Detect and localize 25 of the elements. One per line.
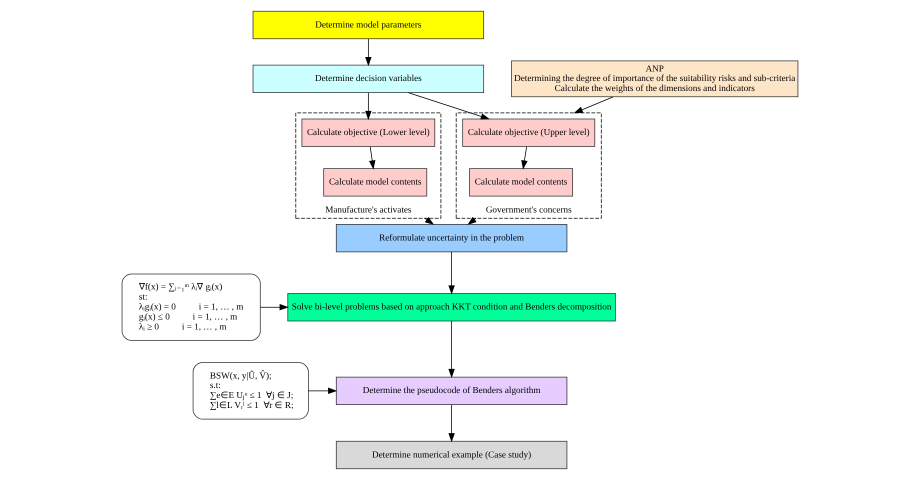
node-box: Calculate objective (Upper level) [462,118,596,147]
arrow [448,320,455,378]
node-box: Calculate model contents [323,168,428,196]
node-box: BSW(x, y|Û, V̂); s.t: ∑e∈E Uⱼᵉ ≤ 1 ∀j ∈ J; ∑l∈L Vᵣˡ ≤ 1 ∀r ∈ R; [192,362,309,420]
node-box: Determine the pseudocode of Benders algorithm [336,376,568,405]
node-box: Determine numerical example (Case study) [336,440,568,470]
arrow [369,146,376,170]
node-box: Determine decision variables [252,64,484,93]
arrow [448,404,455,442]
node-box: ANP Determining the degree of importance of the suitability risks and sub-criteria Calculate the weights of the dimensions and indicators [511,60,798,98]
arrow [260,304,289,310]
arrow [365,92,372,120]
node-box: ∇f(x) = ∑ᵢ₋₁ᵐ λᵢ∇ gᵢ(x) st: λᵢgᵢ(x) = 0 i = 1, … , m gᵢ(x) ≤ 0 i = 1, … , m λᵢ ≥ 0 i = 1, … , m [122,274,261,341]
node-box: Calculate model contents [469,168,574,196]
arrow [308,388,338,394]
arrow [521,146,528,170]
arrow [574,96,614,114]
node-box: Determine model parameters [252,10,484,40]
node-box: Solve bi-level problems based on approach KKT condition and Benders decomposition [287,293,616,322]
node-box: Reformulate uncertainty in the problem [336,224,568,252]
node-box: Calculate objective (Lower level) [302,118,436,147]
arrow [365,38,372,66]
arrow [448,252,455,295]
arrow [424,217,434,225]
arrow [408,92,490,120]
